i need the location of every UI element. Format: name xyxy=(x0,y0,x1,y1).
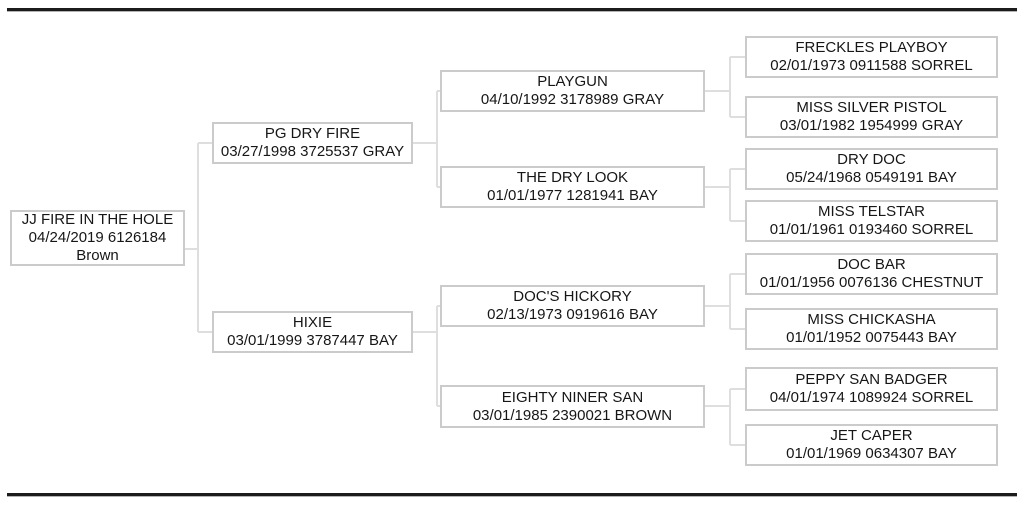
node-name: PG DRY FIRE xyxy=(264,125,361,142)
pedigree-node-miss-chickasha: MISS CHICKASHA 01/01/1952 0075443 BAY xyxy=(745,308,998,350)
bottom-rule xyxy=(7,493,1017,497)
node-name: HIXIE xyxy=(292,314,333,331)
pedigree-node-miss-telstar: MISS TELSTAR 01/01/1961 0193460 SORREL xyxy=(745,200,998,242)
node-details: 04/01/1974 1089924 SORREL xyxy=(769,389,974,406)
pedigree-node-hixie: HIXIE 03/01/1999 3787447 BAY xyxy=(212,311,413,353)
node-details: 04/10/1992 3178989 GRAY xyxy=(480,91,665,108)
node-name: FRECKLES PLAYBOY xyxy=(795,39,948,56)
node-name: DRY DOC xyxy=(837,151,906,168)
node-name: THE DRY LOOK xyxy=(516,169,629,186)
node-color: Brown xyxy=(76,247,119,264)
node-name: MISS CHICKASHA xyxy=(807,311,936,328)
node-name: DOC'S HICKORY xyxy=(513,288,632,305)
pedigree-node-playgun: PLAYGUN 04/10/1992 3178989 GRAY xyxy=(440,70,705,112)
node-name: JJ FIRE IN THE HOLE xyxy=(21,211,174,228)
pedigree-node-peppy-san-badger: PEPPY SAN BADGER 04/01/1974 1089924 SORR… xyxy=(745,367,998,411)
pedigree-node-jet-caper: JET CAPER 01/01/1969 0634307 BAY xyxy=(745,424,998,466)
pedigree-node-doc-bar: DOC BAR 01/01/1956 0076136 CHESTNUT xyxy=(745,253,998,295)
node-name: PEPPY SAN BADGER xyxy=(795,371,948,388)
node-details: 03/01/1999 3787447 BAY xyxy=(227,332,398,349)
node-details: 03/01/1985 2390021 BROWN xyxy=(472,406,673,424)
pedigree-node-jj-fire-in-the-hole: JJ FIRE IN THE HOLE 04/24/2019 6126184 B… xyxy=(10,210,185,266)
node-name: PLAYGUN xyxy=(537,73,608,90)
node-name: EIGHTY NINER SAN xyxy=(501,388,644,406)
node-details: 01/01/1961 0193460 SORREL xyxy=(769,221,974,238)
pedigree-node-pg-dry-fire: PG DRY FIRE 03/27/1998 3725537 GRAY xyxy=(212,122,413,164)
node-details: 04/24/2019 6126184 xyxy=(28,229,167,246)
node-details: 03/27/1998 3725537 GRAY xyxy=(220,143,405,160)
node-details: 01/01/1969 0634307 BAY xyxy=(786,445,957,462)
node-details: 02/13/1973 0919616 BAY xyxy=(487,306,658,323)
node-details: 01/01/1977 1281941 BAY xyxy=(487,187,658,204)
node-name: JET CAPER xyxy=(830,427,913,444)
top-rule xyxy=(7,8,1017,12)
node-name: DOC BAR xyxy=(837,256,906,273)
pedigree-node-the-dry-look: THE DRY LOOK 01/01/1977 1281941 BAY xyxy=(440,166,705,208)
node-name: MISS TELSTAR xyxy=(818,203,925,220)
pedigree-node-eighty-niner-san: EIGHTY NINER SAN 03/01/1985 2390021 BROW… xyxy=(440,385,705,428)
node-details: 02/01/1973 0911588 SORREL xyxy=(770,57,973,74)
pedigree-node-freckles-playboy: FRECKLES PLAYBOY 02/01/1973 0911588 SORR… xyxy=(745,36,998,78)
node-details: 01/01/1956 0076136 CHESTNUT xyxy=(759,274,984,291)
node-details: 03/01/1982 1954999 GRAY xyxy=(779,117,964,134)
node-name: MISS SILVER PISTOL xyxy=(796,99,947,116)
pedigree-node-dry-doc: DRY DOC 05/24/1968 0549191 BAY xyxy=(745,148,998,190)
pedigree-node-miss-silver-pistol: MISS SILVER PISTOL 03/01/1982 1954999 GR… xyxy=(745,96,998,138)
node-details: 01/01/1952 0075443 BAY xyxy=(786,329,957,346)
node-details: 05/24/1968 0549191 BAY xyxy=(786,169,957,186)
pedigree-node-docs-hickory: DOC'S HICKORY 02/13/1973 0919616 BAY xyxy=(440,285,705,327)
